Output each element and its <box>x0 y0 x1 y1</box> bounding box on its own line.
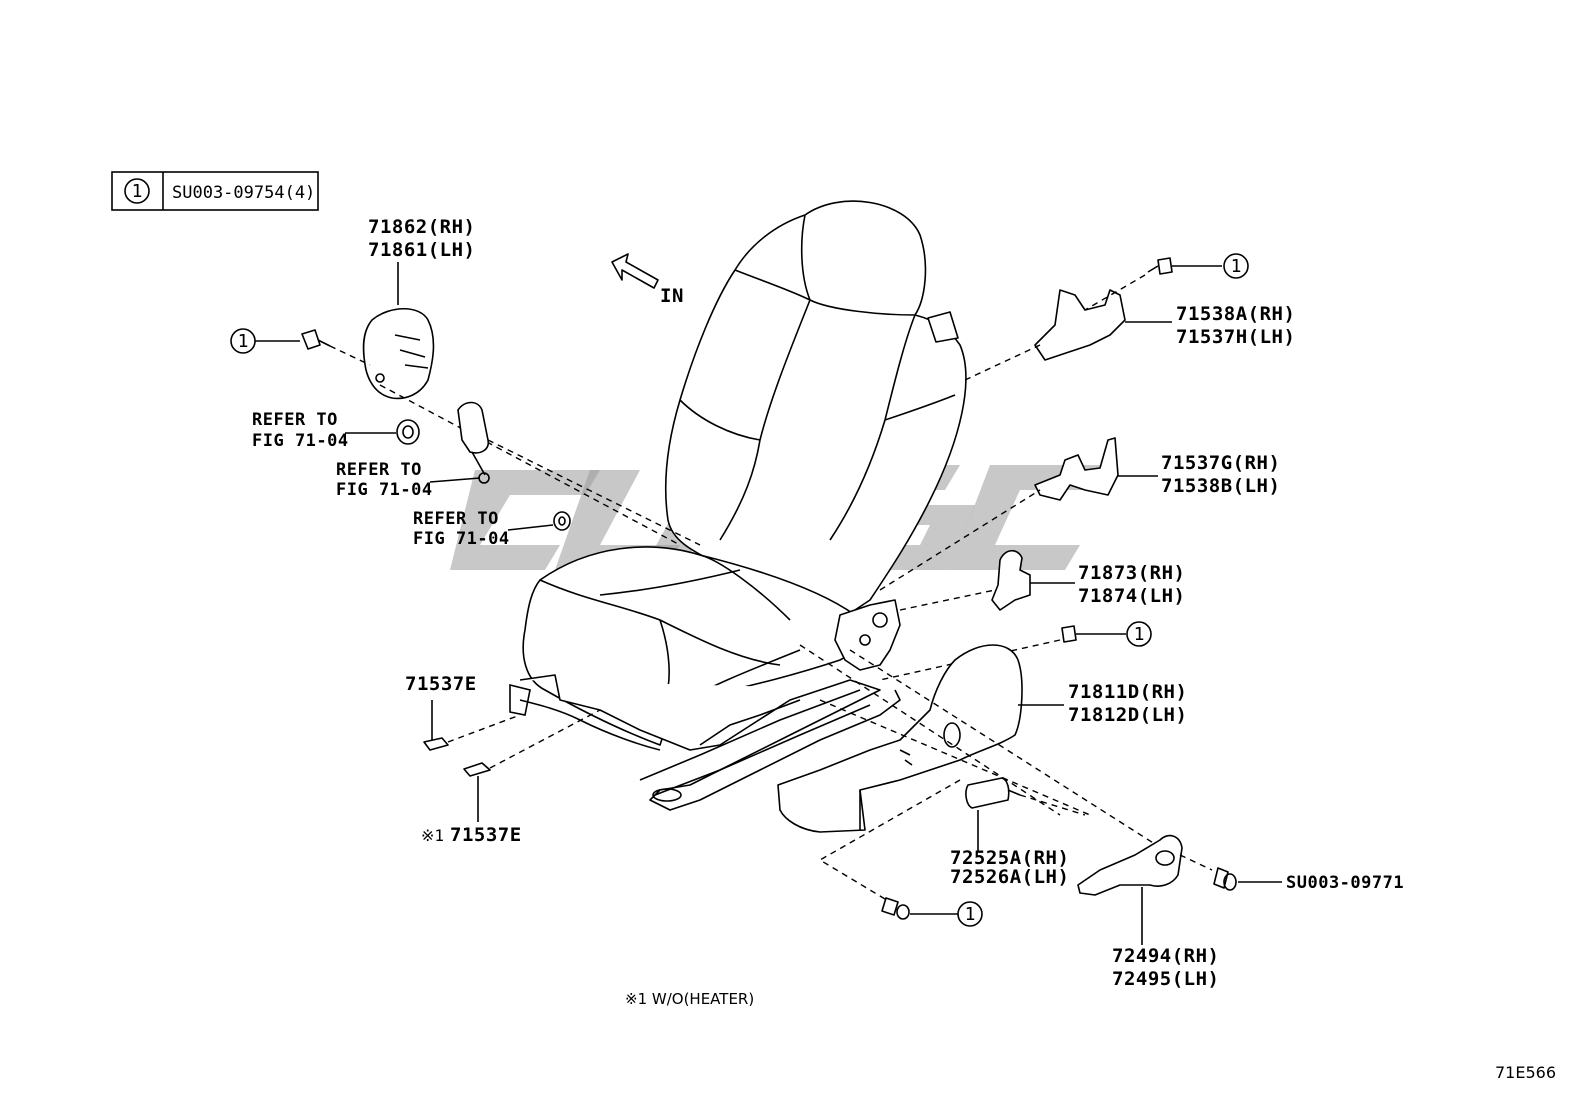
label-71537e-b-mark: ※1 <box>421 826 444 845</box>
label-72525a-rh: 72525A(RH) <box>950 847 1069 869</box>
label-71811d-rh: 71811D(RH) <box>1068 681 1187 703</box>
refer-2-line1: REFER TO <box>336 460 422 480</box>
part-71862-cover <box>362 308 435 400</box>
part-72494-handle <box>1077 834 1183 896</box>
legend-box: 1 SU003-09754(4) <box>111 171 319 211</box>
label-71538b-lh: 71538B(LH) <box>1161 475 1280 497</box>
label-71861-lh: 71861(LH) <box>368 239 475 261</box>
screw-icon-bottom-right <box>1213 867 1237 891</box>
label-72495-lh: 72495(LH) <box>1112 968 1219 990</box>
callout-1-top-right: 1 <box>1223 253 1249 279</box>
label-71537h-lh: 71537H(LH) <box>1176 326 1295 348</box>
part-71537g-bracket <box>1034 437 1119 501</box>
part-71811d-side-shield <box>777 644 1023 833</box>
callout-number: 1 <box>965 904 976 925</box>
legend-code: SU003-09754(4) <box>172 183 315 203</box>
legend-symbol: 1 <box>132 181 143 202</box>
label-71812d-lh: 71812D(LH) <box>1068 704 1187 726</box>
refer-3-line1: REFER TO <box>413 509 499 529</box>
label-71874-lh: 71874(LH) <box>1078 585 1185 607</box>
screw-icon-bottom <box>881 897 910 920</box>
part-71537e-clip-a <box>423 737 449 751</box>
refer-1-line2: FIG 71-04 <box>252 431 349 451</box>
label-71538a-rh: 71538A(RH) <box>1176 303 1295 325</box>
label-71873-rh: 71873(RH) <box>1078 562 1185 584</box>
footnote: ※1 W/O(HEATER) <box>625 990 754 1008</box>
label-72494-rh: 72494(RH) <box>1112 945 1219 967</box>
part-71873-clip <box>991 549 1031 611</box>
knob-icon <box>396 419 420 445</box>
part-71538a-bracket <box>1034 289 1126 361</box>
washer-icon <box>553 511 571 531</box>
label-71537g-rh: 71537G(RH) <box>1161 452 1280 474</box>
label-71862-rh: 71862(RH) <box>368 216 475 238</box>
legend-circle-symbol <box>124 178 150 204</box>
figure-id: 71E566 <box>1495 1063 1556 1082</box>
callout-number: 1 <box>1231 256 1242 277</box>
part-72525a-knob <box>965 777 1021 809</box>
screw-icon-left <box>301 329 331 350</box>
screw-icon-mid-right <box>1061 625 1077 643</box>
screw-icon-top-right <box>1147 257 1173 275</box>
label-71537e-b: 71537E <box>450 824 522 846</box>
refer-2-line2: FIG 71-04 <box>336 480 433 500</box>
label-72526a-lh: 72526A(LH) <box>950 866 1069 888</box>
direction-label: IN <box>660 285 684 307</box>
refer-3-line2: FIG 71-04 <box>413 529 510 549</box>
callout-1-bottom: 1 <box>957 901 983 927</box>
callout-1-left: 1 <box>230 328 256 354</box>
callout-number: 1 <box>1134 624 1145 645</box>
label-su003-09771: SU003-09771 <box>1286 873 1404 893</box>
label-71537e-a: 71537E <box>405 673 477 695</box>
direction-arrow-icon: IN <box>611 253 684 307</box>
callout-number: 1 <box>238 331 249 352</box>
callout-1-mid-right: 1 <box>1126 621 1152 647</box>
part-71537e-clip-b <box>463 762 491 777</box>
refer-1-line1: REFER TO <box>252 410 338 430</box>
